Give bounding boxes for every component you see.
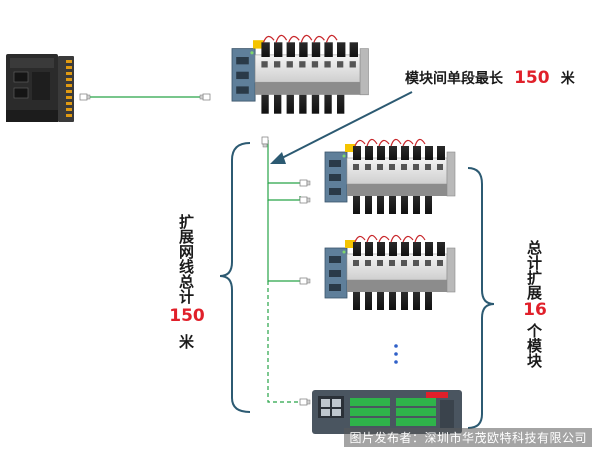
right-brace — [467, 167, 495, 429]
valve-bank-head — [231, 34, 370, 115]
svg-text:总计扩展: 总计扩展 — [525, 239, 543, 301]
segment-arrow — [270, 91, 413, 164]
extension-cables — [267, 140, 301, 403]
valve-bank-1 — [324, 138, 456, 215]
ellipsis-dots — [394, 344, 398, 364]
cable-plugs — [261, 136, 311, 406]
io-module — [312, 390, 462, 434]
total-modules-label: 总计扩展 16 个模块 — [523, 239, 547, 369]
valve-bank-2 — [324, 234, 456, 311]
left-brace — [219, 142, 251, 413]
plc-controller — [6, 54, 74, 122]
svg-text:16: 16 — [523, 300, 547, 320]
watermark: 图片发布者：深圳市华茂欧特科技有限公司 — [344, 428, 592, 447]
svg-text:个模块: 个模块 — [525, 322, 543, 369]
total-cable-label: 扩展网线总计 150 米 — [169, 213, 205, 350]
svg-text:150: 150 — [169, 306, 205, 326]
svg-text:扩展网线总计: 扩展网线总计 — [177, 213, 195, 305]
svg-text:米: 米 — [177, 333, 195, 350]
segment-label: 模块间单段最长 150 米 — [405, 68, 576, 88]
cable-plc-to-head — [79, 93, 211, 101]
